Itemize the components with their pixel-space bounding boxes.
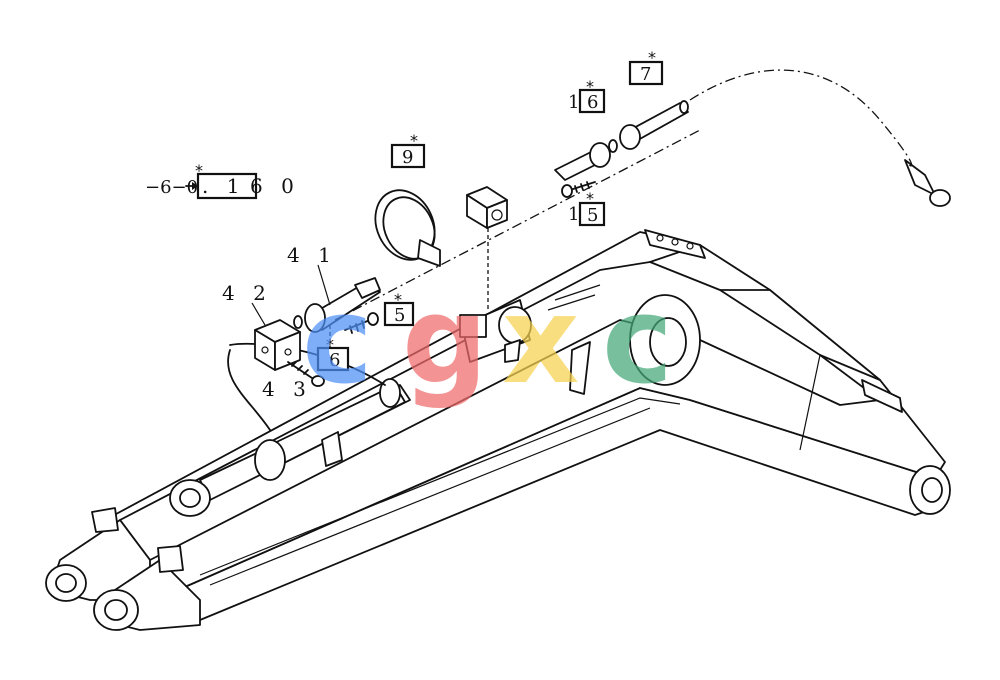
part-42-block <box>254 319 301 371</box>
reference-box-text: . 1 <box>202 174 245 198</box>
part-43-bolt <box>287 361 325 387</box>
callout-6-right-text: 6 <box>587 92 598 113</box>
boom-arm <box>45 229 951 631</box>
callout-9-text: 9 <box>402 147 413 168</box>
svg-text:1: 1 <box>568 204 579 225</box>
watermark-letter-c2: c <box>602 272 673 411</box>
watermark-letter-x: x <box>502 272 579 411</box>
reference-suffix-text: 6 0 <box>250 174 300 198</box>
callout-5-right: 1 5 * <box>568 189 606 227</box>
svg-text:*: * <box>326 335 334 354</box>
callout-6-right: 1 6 * <box>568 77 606 114</box>
callout-7: 7 * <box>628 48 664 86</box>
mounting-block <box>466 186 508 229</box>
svg-text:*: * <box>195 161 203 180</box>
svg-text:1: 1 <box>568 92 579 113</box>
svg-text:−6−0: −6−0 <box>145 177 198 198</box>
callout-5-right-text: 5 <box>587 205 598 226</box>
callout-6-left-text: 6 <box>329 350 340 371</box>
part-6-washer-left <box>293 315 303 329</box>
callout-42: 4 2 <box>222 281 272 305</box>
svg-text:*: * <box>648 48 656 67</box>
callout-7-text: 7 <box>640 64 651 85</box>
callout-5-left-text: 5 <box>394 305 405 326</box>
part-7-tube <box>619 100 689 150</box>
watermark-letter-g: g <box>402 272 488 411</box>
part-9-clamp-ring <box>374 189 441 267</box>
callout-9: 9 * <box>390 131 426 169</box>
callout-41: 4 1 <box>287 243 337 267</box>
watermark-letter-c: c <box>302 272 373 411</box>
hydraulic-cylinder <box>169 342 411 517</box>
tube-end-right <box>904 159 951 207</box>
callout-5-left: 5 * <box>383 290 415 327</box>
callout-6-left: 6 * <box>316 335 350 372</box>
part-41-valve <box>304 277 381 333</box>
part-5-bolt-right <box>561 181 596 198</box>
part-6-washer-right <box>608 139 618 153</box>
svg-text:*: * <box>394 290 402 309</box>
valve-right <box>554 142 611 181</box>
svg-text:*: * <box>410 131 418 150</box>
part-5-bolt-left <box>344 312 379 334</box>
reference-callout: −6−0 . 1 6 0 * <box>145 161 300 200</box>
svg-text:*: * <box>586 77 594 96</box>
callout-43: 4 3 <box>262 377 312 401</box>
svg-text:*: * <box>586 189 594 208</box>
watermark-logo: c g x c <box>302 272 673 411</box>
pipe-clamp-assembly <box>459 299 532 363</box>
